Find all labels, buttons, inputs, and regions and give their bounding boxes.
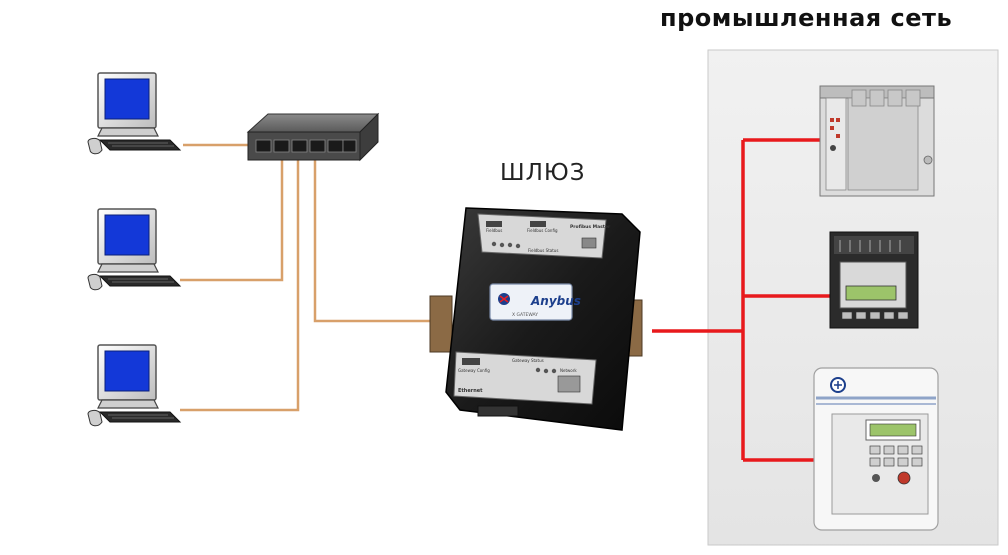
- gateway-status-label: Gateway Status: [512, 358, 544, 363]
- ethernet-cables: [180, 143, 430, 412]
- desktop-computer-icon: [87, 72, 181, 155]
- gateway-brand-text: Anybus: [530, 294, 581, 308]
- cable-pc3-switch: [180, 150, 300, 412]
- desktop-computer-icon: [87, 344, 181, 427]
- gateway-config-label: Gateway Config: [458, 368, 490, 373]
- industrial-network-title: промышленная сеть: [660, 4, 953, 32]
- desktop-computer-icon: [87, 208, 181, 291]
- gateway-subtitle-text: X GATEWAY: [512, 312, 538, 318]
- gateway-port-config-label: Fieldbus Config: [527, 228, 558, 233]
- anybus-gateway-icon: [429, 207, 643, 431]
- network-switch-icon: [246, 112, 380, 162]
- industrial-cables: [652, 138, 830, 462]
- gateway-fieldbus-status-label: Fieldbus Status: [528, 248, 558, 253]
- gateway-port-fieldbus-label: Fieldbus: [486, 228, 502, 233]
- gateway-ethernet-label: Ethernet: [458, 388, 483, 394]
- frequency-drive-icon: [813, 367, 939, 531]
- gateway-title: ШЛЮЗ: [500, 160, 586, 186]
- cable-switch-gateway: [313, 150, 430, 323]
- gateway-master-label: Profibus Master: [570, 224, 611, 230]
- operator-panel-icon: [829, 231, 919, 329]
- cable-pc2-switch: [180, 150, 284, 282]
- gateway-network-label: Network: [560, 368, 577, 373]
- plc-rack-icon: [819, 85, 935, 197]
